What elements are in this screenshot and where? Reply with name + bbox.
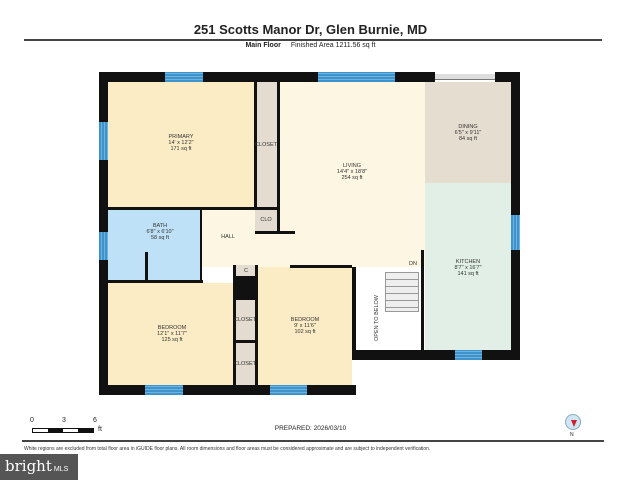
- window: [99, 122, 108, 160]
- sliding-door: [435, 74, 495, 80]
- finished-area: Finished Area 1211.56 sq ft: [290, 42, 376, 49]
- room-closet-b: [235, 343, 255, 385]
- disclaimer: White regions are excluded from total fl…: [24, 446, 431, 452]
- wall: [99, 72, 435, 82]
- window: [270, 385, 307, 395]
- floor-info: Main Floor Finished Area 1211.56 sq ft: [0, 42, 621, 49]
- label-hall: HALL: [221, 234, 235, 240]
- wall: [352, 350, 520, 360]
- room-bedroom-1: [108, 283, 233, 385]
- window: [455, 350, 482, 360]
- floor-name: Main Floor: [245, 42, 281, 49]
- wall: [233, 340, 258, 343]
- page-title: 251 Scotts Manor Dr, Glen Burnie, MD: [193, 22, 428, 37]
- scale-tick-6: 6: [93, 417, 97, 424]
- wall: [255, 265, 258, 385]
- window: [511, 215, 520, 250]
- compass-icon: [565, 414, 581, 430]
- wall: [108, 207, 278, 210]
- wall: [200, 210, 202, 280]
- scale-tick-0: 0: [30, 417, 34, 424]
- wall: [108, 280, 203, 283]
- room-closet-primary: [255, 82, 277, 207]
- label-closet: CLOSET: [233, 361, 257, 367]
- stairs: [385, 272, 419, 312]
- label-closet: CLOSET: [233, 317, 257, 323]
- label-open-to-below: OPEN TO BELOW: [374, 295, 380, 341]
- room-c: [235, 265, 255, 276]
- scale-bar: [32, 428, 94, 433]
- wall: [352, 267, 356, 360]
- wall: [290, 265, 352, 268]
- room-bath: [108, 210, 200, 280]
- label-closet: CLOSET: [254, 142, 278, 148]
- prepared-date: PREPARED: 2026/03/10: [274, 425, 347, 432]
- wall: [145, 252, 148, 280]
- room-kitchen: [425, 183, 511, 350]
- label-c: C: [244, 268, 248, 274]
- room-primary: [108, 82, 255, 207]
- wall: [254, 82, 257, 210]
- label-clo: CLO: [260, 217, 272, 223]
- window: [165, 72, 203, 82]
- wall: [233, 265, 236, 385]
- wall: [99, 385, 356, 395]
- north-label: N: [570, 432, 574, 438]
- divider: [24, 39, 602, 41]
- window: [99, 232, 108, 260]
- footer-divider: [22, 440, 604, 442]
- room-closet-a: [235, 300, 255, 340]
- scale-unit: ft: [98, 426, 102, 433]
- room-clo: [255, 207, 277, 231]
- room-bedroom-2: [258, 267, 352, 385]
- label-dn: DN: [409, 261, 417, 267]
- wall: [233, 276, 258, 300]
- wall: [255, 231, 295, 234]
- scale-tick-3: 3: [62, 417, 66, 424]
- window: [318, 72, 395, 82]
- wall: [277, 82, 280, 234]
- wall: [495, 72, 520, 82]
- window: [145, 385, 183, 395]
- wall: [421, 250, 424, 350]
- room-dining: [425, 82, 511, 183]
- room-living: [280, 82, 425, 267]
